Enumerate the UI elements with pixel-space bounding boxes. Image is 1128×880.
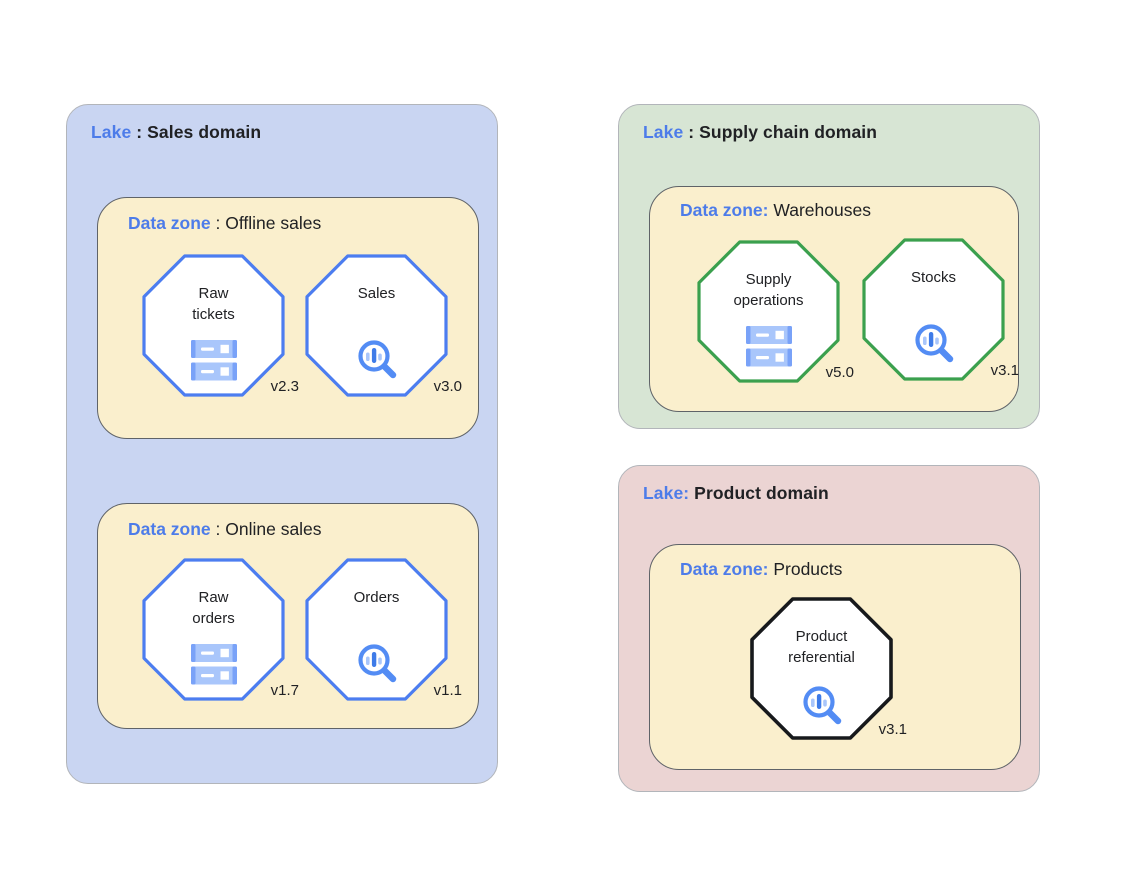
node-raw-tickets: Raw tickets v2.3 bbox=[142, 254, 299, 397]
lake-title: Lake : Supply chain domain bbox=[643, 122, 877, 143]
zone-online-sales: Data zone : Online sales Raw orders bbox=[97, 503, 479, 729]
lake-title-rest: : Supply chain domain bbox=[683, 122, 878, 142]
search-analytics-icon bbox=[355, 641, 399, 690]
storage-icon bbox=[745, 326, 792, 372]
zone-title-rest: Products bbox=[768, 559, 843, 579]
zone-title: Data zone : Online sales bbox=[128, 519, 322, 540]
zone-title-prefix: Data zone bbox=[128, 519, 211, 539]
storage-icon bbox=[190, 340, 237, 386]
zone-title-rest: : Online sales bbox=[210, 519, 322, 539]
node-label: Product referential bbox=[788, 628, 855, 666]
storage-icon bbox=[190, 644, 237, 690]
node-orders: Orders v1.1 bbox=[305, 558, 462, 701]
lake-title-prefix: Lake bbox=[91, 122, 132, 142]
version-label: v5.0 bbox=[825, 364, 854, 381]
lake-title: Lake : Sales domain bbox=[91, 122, 261, 143]
search-analytics-icon bbox=[800, 683, 844, 732]
node-label: Raw orders bbox=[192, 589, 235, 627]
octagon-shape bbox=[697, 240, 840, 383]
lake-title-rest: Product domain bbox=[689, 483, 829, 503]
zone-title: Data zone : Offline sales bbox=[128, 213, 321, 234]
version-label: v3.0 bbox=[433, 378, 462, 395]
lake-title-prefix: Lake bbox=[643, 122, 684, 142]
version-label: v2.3 bbox=[270, 378, 299, 395]
octagon-shape bbox=[305, 558, 448, 701]
octagon-shape bbox=[305, 254, 448, 397]
octagon-shape bbox=[142, 558, 285, 701]
node-product-referential: Product referential v3.1 bbox=[750, 597, 907, 740]
node-label: Supply operations bbox=[733, 271, 804, 309]
version-label: v1.7 bbox=[270, 682, 299, 699]
node-label: Raw tickets bbox=[192, 285, 235, 323]
zone-title-prefix: Data zone: bbox=[680, 200, 769, 220]
lake-product-domain: Lake: Product domain Data zone: Products… bbox=[618, 465, 1040, 792]
lake-supply-chain-domain: Lake : Supply chain domain Data zone: Wa… bbox=[618, 104, 1040, 429]
zone-title-rest: Warehouses bbox=[768, 200, 871, 220]
zone-title-prefix: Data zone bbox=[128, 213, 211, 233]
version-label: v3.1 bbox=[990, 362, 1019, 379]
node-label: Stocks bbox=[910, 269, 956, 286]
zone-title: Data zone: Warehouses bbox=[680, 200, 871, 221]
zone-title-prefix: Data zone: bbox=[680, 559, 769, 579]
lake-title-prefix: Lake: bbox=[643, 483, 690, 503]
version-label: v1.1 bbox=[433, 682, 462, 699]
zone-products: Data zone: Products Product referential … bbox=[649, 544, 1021, 770]
lake-title: Lake: Product domain bbox=[643, 483, 829, 504]
lake-sales-domain: Lake : Sales domain Data zone : Offline … bbox=[66, 104, 498, 784]
octagon-shape bbox=[862, 238, 1005, 381]
octagon-shape bbox=[750, 597, 893, 740]
search-analytics-icon bbox=[912, 321, 956, 370]
node-stocks: Stocks v3.1 bbox=[862, 238, 1019, 381]
lake-title-rest: : Sales domain bbox=[131, 122, 262, 142]
zone-warehouses: Data zone: Warehouses Supply operations bbox=[649, 186, 1019, 412]
zone-title: Data zone: Products bbox=[680, 559, 842, 580]
version-label: v3.1 bbox=[878, 721, 907, 738]
node-supply-operations: Supply operations v5.0 bbox=[697, 240, 854, 383]
octagon-shape bbox=[142, 254, 285, 397]
zone-title-rest: : Offline sales bbox=[210, 213, 322, 233]
search-analytics-icon bbox=[355, 337, 399, 386]
node-sales: Sales v3.0 bbox=[305, 254, 462, 397]
node-label: Orders bbox=[353, 589, 400, 606]
node-raw-orders: Raw orders v1.7 bbox=[142, 558, 299, 701]
node-label: Sales bbox=[357, 285, 396, 302]
zone-offline-sales: Data zone : Offline sales Raw tickets bbox=[97, 197, 479, 439]
